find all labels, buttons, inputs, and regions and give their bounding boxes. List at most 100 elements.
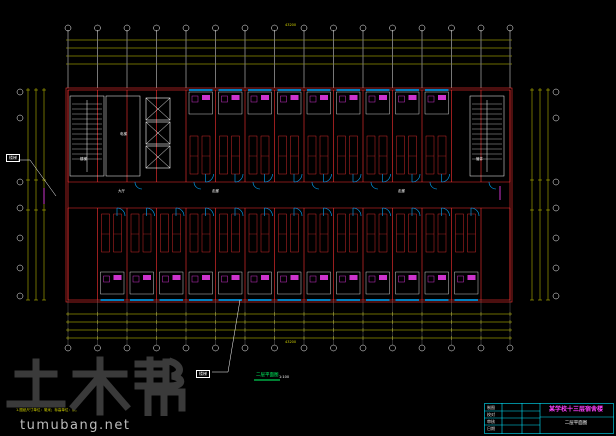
bed xyxy=(437,135,447,175)
bathroom xyxy=(454,271,479,295)
toilet xyxy=(250,95,258,103)
toilet xyxy=(132,275,140,283)
sink xyxy=(467,275,476,280)
bed xyxy=(101,213,110,253)
sink xyxy=(349,275,358,280)
door-swing xyxy=(293,173,303,183)
corridor-door xyxy=(370,181,379,190)
bed xyxy=(113,213,122,253)
stair-core xyxy=(69,95,105,177)
bathroom xyxy=(188,91,213,115)
toilet xyxy=(221,275,228,283)
axis-bubble-right xyxy=(552,204,560,212)
axis-bubble-right xyxy=(552,264,560,272)
watermark-url: tumubang.net xyxy=(20,418,131,433)
leader-bottom xyxy=(212,299,241,373)
bed xyxy=(455,213,464,253)
sink xyxy=(408,275,417,280)
bed xyxy=(201,213,211,253)
door-swing xyxy=(441,207,450,217)
bed xyxy=(248,135,258,175)
bathroom xyxy=(424,271,449,295)
door-swing xyxy=(382,173,391,183)
axis-bubble-right xyxy=(552,292,560,300)
plan-caption: 二层平面图 xyxy=(256,373,279,378)
bed xyxy=(425,135,435,175)
sink xyxy=(408,95,417,100)
toilet xyxy=(309,275,317,283)
bathroom xyxy=(247,91,272,115)
bed xyxy=(260,213,270,253)
axis-bubble-bottom xyxy=(506,344,514,352)
sink xyxy=(261,95,269,100)
toilet xyxy=(398,275,405,283)
bed xyxy=(307,135,317,175)
sink xyxy=(320,95,328,100)
caption-underline xyxy=(254,379,280,381)
drawing-title: 某学校十三层宿舍楼 xyxy=(548,406,603,413)
bed xyxy=(408,135,417,175)
toilet xyxy=(191,95,199,103)
door-swing xyxy=(116,207,126,217)
door-swing xyxy=(234,207,244,217)
axis-bubble-top xyxy=(359,24,367,32)
sink xyxy=(320,275,328,280)
bed xyxy=(231,135,240,175)
bed xyxy=(248,213,258,253)
bed xyxy=(337,135,346,175)
bathroom xyxy=(159,271,184,295)
drawing-note: 1.图纸尺寸单位：毫米；标高单位：米。 xyxy=(16,408,79,412)
corridor-door xyxy=(488,181,497,190)
axis-bubble-bottom xyxy=(359,344,367,352)
door-swing xyxy=(175,207,185,217)
door-swing xyxy=(205,173,214,183)
toilet xyxy=(368,95,376,103)
elevator-cross xyxy=(145,121,171,145)
toilet xyxy=(457,275,464,283)
axis-bubble-right xyxy=(552,114,560,122)
toilet xyxy=(427,95,435,103)
drawing-subtitle: 二层平面图 xyxy=(564,421,588,426)
sink xyxy=(290,275,299,280)
stair-tag-bottom: 楼梯 xyxy=(196,370,210,378)
bed xyxy=(290,213,299,253)
corridor-door xyxy=(252,181,261,190)
toilet xyxy=(280,275,287,283)
bathroom xyxy=(306,271,331,295)
door-swing xyxy=(470,207,480,217)
toilet xyxy=(162,275,169,283)
axis-bubble-bottom xyxy=(418,344,426,352)
axis-bubble-left xyxy=(16,88,24,96)
bed xyxy=(172,213,181,253)
sink xyxy=(379,275,387,280)
building-outline xyxy=(67,89,511,301)
sink xyxy=(172,275,181,280)
axis-bubble-right xyxy=(552,178,560,186)
sink xyxy=(261,275,269,280)
bed xyxy=(467,213,476,253)
bed xyxy=(278,213,287,253)
axis-bubble-top xyxy=(241,24,249,32)
room-label-corridor-2: 走廊 xyxy=(398,188,406,193)
leader-left xyxy=(18,159,57,197)
door-swing xyxy=(411,173,421,183)
building-outline-outer xyxy=(65,87,513,303)
axis-bubble-right xyxy=(552,234,560,242)
axis-bubble-bottom xyxy=(123,344,131,352)
sink xyxy=(438,95,446,100)
toilet xyxy=(250,275,258,283)
corridor-door xyxy=(193,181,202,190)
elevator-shaft xyxy=(145,121,171,145)
axis-bubble-top xyxy=(330,24,337,32)
tb-cell-approved: 审核 xyxy=(487,419,495,424)
bathroom xyxy=(306,91,331,115)
sink xyxy=(143,275,151,280)
bed xyxy=(349,213,358,253)
elevator-cross xyxy=(145,97,171,121)
room-label-elevator: 电梯 xyxy=(120,131,127,136)
axis-grid xyxy=(16,24,560,352)
axis-bubble-top xyxy=(64,24,72,32)
bed xyxy=(319,135,329,175)
toilet xyxy=(398,95,405,103)
